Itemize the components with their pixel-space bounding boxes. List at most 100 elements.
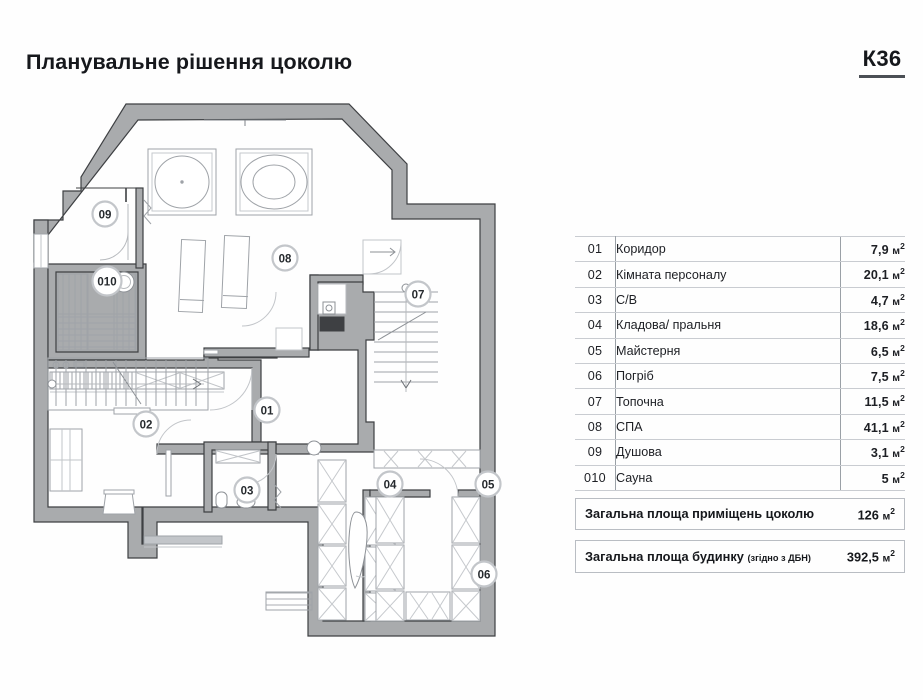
room-marker-label: 04 xyxy=(384,480,397,492)
room-marker-label: 02 xyxy=(140,420,153,432)
row-name: Майстерня xyxy=(615,338,841,364)
row-area: 11,5 м2 xyxy=(840,388,905,415)
storage-shelving xyxy=(317,459,347,621)
sauna-interior xyxy=(57,271,137,351)
row-name: Кімната персоналу xyxy=(615,261,841,288)
row-area: 6,5 м2 xyxy=(840,338,905,364)
page-title: Планувальне рішення цоколю xyxy=(26,50,353,74)
row-number: 05 xyxy=(575,338,616,364)
row-area: 41,1 м2 xyxy=(840,414,905,441)
table-row: 01 Коридор 7,9 м2 xyxy=(575,235,905,263)
room-marker-09: 09 xyxy=(91,200,119,228)
room-marker-01: 01 xyxy=(253,396,281,424)
corridor-doors xyxy=(156,291,277,455)
row-number: 06 xyxy=(575,363,616,390)
row-area: 5 м2 xyxy=(840,465,905,491)
row-area: 20,1 м2 xyxy=(840,261,905,288)
row-number: 03 xyxy=(575,287,616,314)
row-number: 09 xyxy=(575,439,616,466)
spa-pools xyxy=(147,148,313,216)
plan-detail-lines xyxy=(33,119,481,622)
room-schedule-body: 01 Коридор 7,9 м2 02 Кімната персоналу 2… xyxy=(575,235,905,491)
row-area: 7,5 м2 xyxy=(840,363,905,390)
house-total-note: (згідно з ДБН) xyxy=(747,553,811,563)
row-number: 01 xyxy=(575,235,616,263)
row-name: СПА xyxy=(615,414,841,441)
row-name: Кладова/ пральня xyxy=(615,312,841,339)
basement-total-row: Загальна площа приміщень цоколю 126 м2 xyxy=(575,497,905,530)
room-marker-label: 01 xyxy=(261,406,274,418)
stair-upper-right xyxy=(362,239,402,275)
table-row: 05 Майстерня 6,5 м2 xyxy=(575,338,905,364)
row-name: Коридор xyxy=(615,235,841,263)
table-row: 06 Погріб 7,5 м2 xyxy=(575,363,905,390)
house-total-label: Загальна площа будинку (згідно з ДБН) xyxy=(585,549,811,564)
room-marker-03: 03 xyxy=(233,476,261,504)
room-marker-08: 08 xyxy=(271,244,299,272)
row-number: 010 xyxy=(575,465,616,491)
basement-total-value: 126 м2 xyxy=(857,505,895,523)
table-row: 010 Сауна 5 м2 xyxy=(575,465,905,491)
storage-mat xyxy=(265,591,313,611)
room-schedule-table: 01 Коридор 7,9 м2 02 Кімната персоналу 2… xyxy=(575,235,905,491)
window-staff xyxy=(203,349,219,355)
floor-plan-svg: 09 010 08 07 02 xyxy=(33,103,502,637)
row-area: 18,6 м2 xyxy=(840,312,905,339)
row-area: 7,9 м2 xyxy=(840,235,905,263)
table-row: 08 СПА 41,1 м2 xyxy=(575,414,905,441)
staff-room-counter xyxy=(49,361,225,393)
row-number: 02 xyxy=(575,261,616,288)
room-marker-05: 05 xyxy=(474,470,502,498)
plan-code-text: К36 xyxy=(862,46,902,71)
table-row: 09 Душова 3,1 м2 xyxy=(575,439,905,466)
room-marker-label: 03 xyxy=(241,486,254,498)
house-total-value: 392,5 м2 xyxy=(846,548,895,565)
storage-object xyxy=(348,511,368,590)
wall-bathroom-right xyxy=(267,441,277,511)
row-name: С/В xyxy=(615,287,841,314)
room-marker-label: 06 xyxy=(478,570,491,582)
row-name: Топочна xyxy=(615,388,841,415)
plan-code-underline xyxy=(859,75,905,78)
staff-room-furniture xyxy=(49,428,172,515)
shower-09 xyxy=(76,187,152,261)
wall-shower-right xyxy=(135,187,144,269)
room-marker-010: 010 xyxy=(91,265,123,297)
table-row: 07 Топочна 11,5 м2 xyxy=(575,388,905,415)
room-marker-label: 08 xyxy=(279,254,292,266)
room-marker-07: 07 xyxy=(404,280,432,308)
table-row: 03 С/В 4,7 м2 xyxy=(575,287,905,314)
floor-plan-drawing: 09 010 08 07 02 xyxy=(18,92,558,672)
room-marker-label: 09 xyxy=(99,210,112,222)
spa-loungers xyxy=(177,234,251,314)
boiler-equipment xyxy=(275,283,347,351)
room-marker-label: 05 xyxy=(482,480,495,492)
room-marker-04: 04 xyxy=(376,470,404,498)
room-marker-label: 07 xyxy=(412,290,425,302)
bottom-window xyxy=(143,535,223,548)
row-name: Душова xyxy=(615,439,841,466)
spa-ceiling-fixture xyxy=(204,119,286,126)
stair-secondary xyxy=(374,283,438,392)
row-name: Погріб xyxy=(615,363,841,390)
basement-total-label: Загальна площа приміщень цоколю xyxy=(585,506,815,522)
row-number: 07 xyxy=(575,388,616,415)
room-marker-02: 02 xyxy=(132,410,160,438)
page-header: Планувальне рішення цоколю К36 xyxy=(0,0,923,96)
room-schedule: 01 Коридор 7,9 м2 02 Кімната персоналу 2… xyxy=(575,235,907,530)
room-markers: 09 010 08 07 02 xyxy=(91,200,502,588)
row-name: Сауна xyxy=(615,465,841,491)
left-windows xyxy=(33,233,49,269)
house-total-row: Загальна площа будинку (згідно з ДБН) 39… xyxy=(575,540,905,573)
table-row: 02 Кімната персоналу 20,1 м2 xyxy=(575,261,905,288)
plan-door-arcs xyxy=(306,440,322,456)
room-marker-label: 010 xyxy=(97,277,116,289)
table-row: 04 Кладова/ пральня 18,6 м2 xyxy=(575,312,905,339)
stair-main xyxy=(47,357,209,415)
row-area: 4,7 м2 xyxy=(840,287,905,314)
room-marker-06: 06 xyxy=(470,560,498,588)
row-number: 08 xyxy=(575,414,616,441)
plan-code: К36 xyxy=(859,48,905,78)
row-number: 04 xyxy=(575,312,616,339)
